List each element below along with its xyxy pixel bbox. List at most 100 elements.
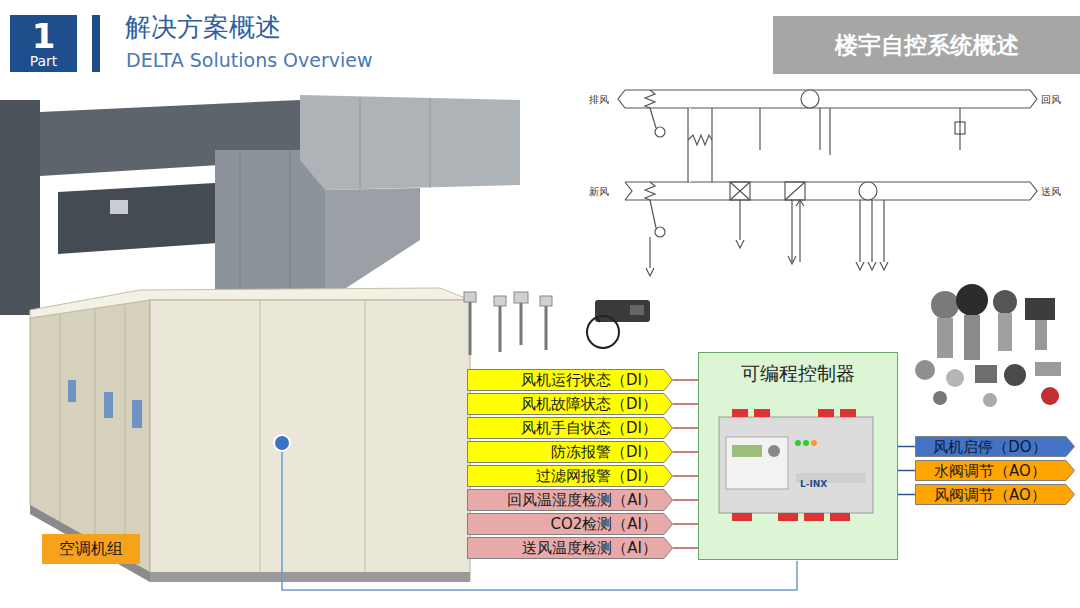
valve-photos [1035,362,1061,376]
sensor-photos [597,318,600,322]
signal-text: 水阀调节（AO） [934,461,1046,481]
input-signal: 风机运行状态（DI） [467,369,673,391]
valve-photos [964,315,980,360]
input-signal: CO2检测（AI） [467,513,673,535]
sensor-photos [499,306,502,352]
ahu-schematic [650,200,656,228]
signal-outline [468,490,673,511]
ahu-schematic [859,182,877,200]
ahu-schematic [625,107,1030,108]
air-handling-unit [150,300,470,580]
signal-text: 回风温湿度检测（AI） [507,490,657,510]
ahu-schematic [785,182,805,200]
controller-device [818,409,834,417]
ahu-schematic [859,200,860,262]
signal-outline [916,461,1075,481]
controller-device [726,437,788,489]
signal-wire [898,446,915,448]
signal-text: 防冻报警（DI） [551,442,657,462]
valve-photos [933,391,947,405]
ahu-schematic [799,200,800,262]
ahu-schematic [625,182,632,200]
signal-outline [468,466,673,487]
part-word: Part [30,53,58,69]
duct-work [58,182,232,254]
air-handling-unit [60,314,61,524]
controller-device [778,513,798,521]
ahu-schematic [868,262,876,270]
ahu-schematic [883,200,884,262]
ahu-schematic [650,108,656,128]
sensor-photos [464,292,476,302]
signal-outline [468,370,673,391]
valve-photos [1025,298,1055,320]
duct-work [290,150,291,300]
signal-text: 风机启停（DO） [933,437,1046,457]
signal-text: 风机手自状态（DI） [521,418,657,438]
air-handling-unit [260,300,261,580]
valve-photos [983,393,997,407]
valve-photos [937,318,953,358]
output-signal: 风阀调节（AO） [915,484,1075,505]
valve-photos [998,313,1012,351]
controller-title: 可编程控制器 [699,361,897,385]
ahu-schematic [819,108,820,150]
signal-text: 过滤网报警（DI） [536,466,657,486]
duct-work [0,100,40,315]
ahu-schematic [625,199,1030,200]
input-signal: 过滤网报警（DI） [467,465,673,487]
air-handling-unit [68,380,76,402]
ahu-schematic [801,90,819,108]
ahu-schematic [880,262,888,270]
ahu-schematic [1030,182,1037,200]
signal-wire [898,494,915,496]
valve-photos [946,369,964,387]
ahu-schematic [730,182,750,200]
sensor-photos [494,296,506,306]
ahu-schematic [655,227,665,237]
sensor-photos [545,306,548,350]
sensor-photos [514,292,528,303]
air-handling-unit [274,435,290,451]
ahu-schematic [871,200,872,262]
sensor-photos [587,316,619,348]
signal-text: 送风温度检测（AI） [522,538,657,558]
subtitle: DELTA Solutions Overview [126,49,373,71]
controller-device [804,513,824,521]
valve-photos [956,284,988,316]
ahu-schematic [625,181,1030,182]
output-signal: 水阀调节（AO） [915,460,1075,481]
valve-photos [931,291,959,319]
duct-work [325,188,420,292]
ahu-schematic [655,127,665,137]
duct-work [0,95,520,315]
ahu-schematic [856,262,864,270]
signal-outline [468,538,673,559]
valve-photos [1035,320,1047,350]
ahu-schematic [649,237,650,268]
ahu-schematic [796,200,804,206]
device-brand: L-INX [800,478,827,490]
air-handling-unit [30,300,150,580]
input-signal: 风机故障状态（DI） [467,393,673,415]
ahu-schematic [785,182,805,200]
ahu-schematic [788,256,796,264]
signal-wire [898,470,915,472]
duct-work [430,98,431,188]
ahu-schematic [625,89,1030,90]
ahu-schematic [687,108,688,182]
valve-photos [975,365,997,383]
duct-label: 回风 [1041,93,1061,106]
ahu-schematic [791,200,792,262]
ahu-schematic [618,90,1037,276]
input-signal: 风机手自状态（DI） [467,417,673,439]
duct-label: 排风 [589,93,609,106]
signal-wire [673,499,698,501]
signal-outline [468,442,673,463]
sensor-photos [464,292,650,355]
duct-work [300,95,520,190]
controller-device [795,440,801,446]
duct-label: 新风 [589,185,609,198]
controller-device [754,409,770,417]
